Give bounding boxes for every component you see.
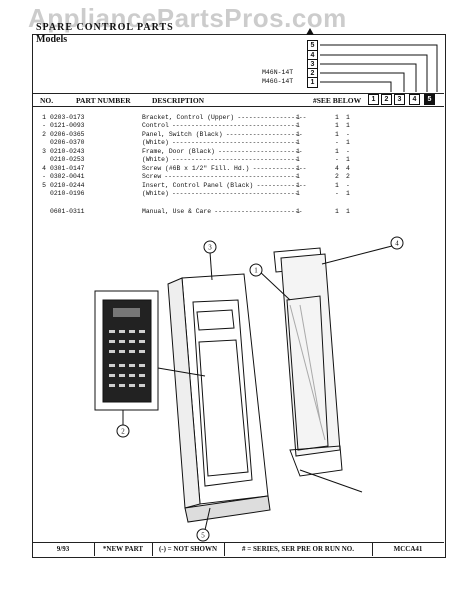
footer-new-part: *NEW PART xyxy=(102,545,144,553)
table-row: 0210-0196 (White)1 -1 ------------------… xyxy=(50,190,350,197)
leader-dots: ----------------------- xyxy=(214,208,303,215)
footer-series: # = SERIES, SER PRE OR RUN NO. xyxy=(242,545,354,553)
footer-divider xyxy=(224,542,225,556)
door-frame-illustration xyxy=(167,273,271,523)
header-rule-bottom xyxy=(32,106,444,107)
col-model-4: 4 xyxy=(409,94,420,105)
control-bracket-illustration xyxy=(273,247,343,477)
leader-dots: ------------------ xyxy=(237,114,307,121)
leader-dots: -------------------- xyxy=(225,131,303,138)
footer-divider xyxy=(94,542,95,556)
footer-code: MCCA41 xyxy=(393,545,423,553)
footer-date: 9/93 xyxy=(56,545,70,553)
callout-3: 3 xyxy=(208,244,212,252)
footer-rule xyxy=(32,542,444,543)
leader-dots: ---------------------- xyxy=(218,148,303,155)
leader-dots: --------------------------------- xyxy=(171,122,299,129)
table-row: 0206-0370 (White)1 -1 ------------------… xyxy=(50,139,350,146)
col-see-below: #SEE BELOW xyxy=(313,96,362,105)
table-row: 0210-0253 (White)1 -1 ------------------… xyxy=(50,156,350,163)
callout-circle-1 xyxy=(249,263,263,277)
page-title: SPARE CONTROL PARTS xyxy=(36,22,174,33)
callout-2: 2 xyxy=(121,428,125,436)
models-label: Models xyxy=(36,34,68,45)
callout-circle-3 xyxy=(203,240,217,254)
col-no: NO. xyxy=(40,96,54,105)
col-part-number: PART NUMBER xyxy=(76,96,131,105)
callout-1: 1 xyxy=(254,267,258,275)
col-model-2: 2 xyxy=(381,94,392,105)
callout-4: 4 xyxy=(395,240,399,248)
callout-circle-5 xyxy=(196,528,210,542)
leader-dots: ------------- xyxy=(256,182,307,189)
header-rule-top xyxy=(32,93,444,94)
leader-dots: --------------------------------- xyxy=(171,139,299,146)
callout-circle-2 xyxy=(116,424,130,438)
model-name-m46g: M46G-14T xyxy=(262,78,294,85)
footer-not-shown: (-) = NOT SHOWN xyxy=(158,545,218,553)
callout-5: 5 xyxy=(201,532,205,540)
footer-divider xyxy=(372,542,373,556)
col-description: DESCRIPTION xyxy=(152,96,205,105)
col-model-1: 1 xyxy=(368,94,379,105)
col-model-5: 5 xyxy=(424,94,435,105)
leader-dots: -------------- xyxy=(252,165,307,172)
leader-dots: ----------------------------------- xyxy=(164,173,299,180)
callout-circle-4 xyxy=(390,236,404,250)
model-name-m46n: M46N-14T xyxy=(262,69,294,76)
leader-dots: --------------------------------- xyxy=(171,156,299,163)
leader-dots: --------------------------------- xyxy=(171,190,299,197)
watermark: AppliancePartsPros.com xyxy=(28,3,347,33)
model-box-1: 1 xyxy=(307,77,318,88)
footer-divider xyxy=(152,542,153,556)
col-model-3: 3 xyxy=(394,94,405,105)
page-frame xyxy=(32,34,446,558)
